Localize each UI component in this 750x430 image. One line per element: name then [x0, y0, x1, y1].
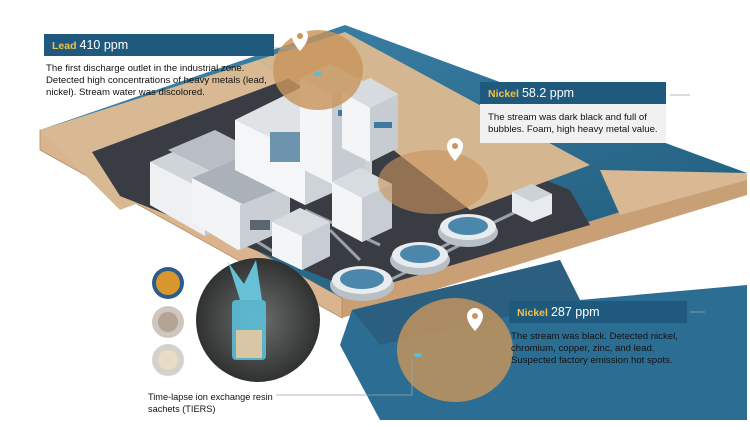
- callout-description: The first discharge outlet in the indust…: [46, 63, 267, 99]
- callout-description: The stream was black. Detected nickel, c…: [511, 331, 678, 367]
- metal-value: 58.2 ppm: [521, 86, 575, 100]
- metal-value: 287 ppm: [550, 305, 600, 319]
- highlight-zone-lead: [273, 30, 363, 110]
- building-tower-2: [342, 78, 398, 162]
- metal-label: Nickel: [488, 88, 519, 100]
- map-pin-icon[interactable]: [292, 28, 308, 51]
- building-right-annex: [512, 184, 552, 222]
- metal-label: Lead: [52, 40, 77, 52]
- resin-sachet-photo: [196, 258, 320, 382]
- building-small-left: [272, 208, 330, 270]
- highlight-zone-nickel-2: [397, 298, 513, 402]
- map-pin-icon[interactable]: [447, 138, 463, 161]
- metal-label: Nickel: [517, 307, 548, 319]
- resin-sample-jars: [152, 267, 184, 376]
- resin-caption: Time-lapse ion exchange resin sachets (T…: [148, 392, 273, 414]
- highlight-zone-nickel-1: [378, 150, 488, 214]
- callout-connectors: [274, 47, 705, 396]
- treatment-tanks: [330, 214, 498, 301]
- map-pin-icon[interactable]: [467, 308, 483, 331]
- building-mid: [332, 168, 392, 242]
- metal-value: 410 ppm: [79, 38, 129, 52]
- callout-description: The stream was dark black and full of bu…: [480, 104, 666, 144]
